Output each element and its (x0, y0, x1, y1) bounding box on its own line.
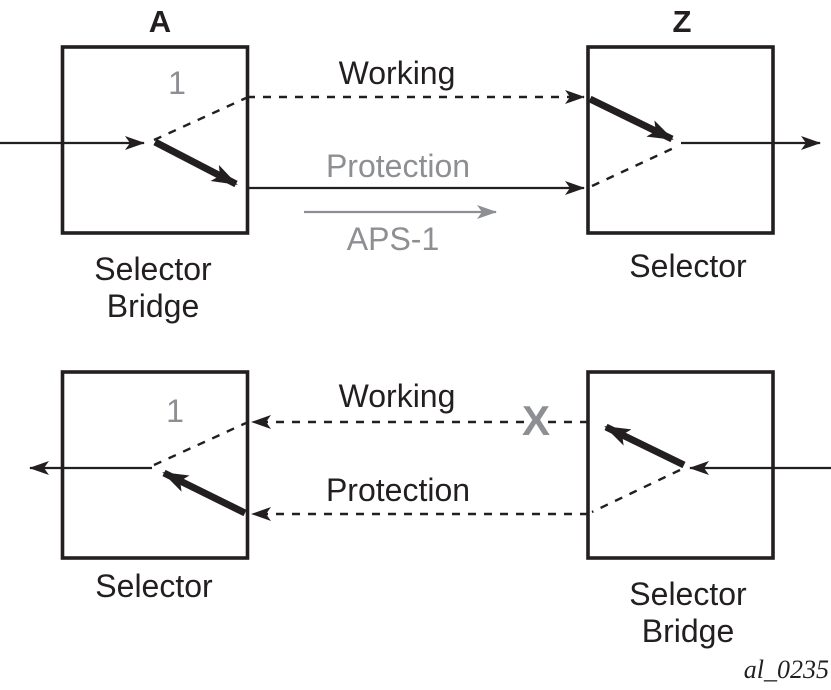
node-a-box (60, 45, 250, 235)
node-left-box (60, 370, 250, 560)
bridge-dashed-leg-right (591, 468, 681, 514)
working-label-bottom: Working (339, 378, 456, 414)
node-a-caption-line2: Bridge (107, 288, 200, 324)
bridge-arrow-a (153, 138, 238, 188)
protection-label-top: Protection (326, 148, 470, 184)
selector-arrow-left (162, 469, 247, 517)
node-a-caption-line1: Selector (94, 251, 212, 287)
node-z-title: Z (673, 4, 692, 39)
signal-number-label-bottom: 1 (166, 393, 184, 429)
protection-label-bottom: Protection (326, 472, 470, 508)
selector-dashed-leg-left (153, 421, 247, 467)
node-a-title: A (149, 4, 171, 39)
node-z-box (586, 45, 775, 235)
selector-dashed-leg-z (591, 144, 679, 188)
node-z-caption-line1: Selector (629, 248, 747, 284)
bridge-dashed-leg-a (153, 96, 247, 142)
node-right-box (586, 370, 775, 560)
node-left-caption-line1: Selector (95, 568, 213, 604)
bridge-arrow-right (604, 423, 686, 469)
signal-number-label-top: 1 (168, 65, 186, 101)
node-right-caption-line2: Bridge (642, 613, 735, 649)
figure-id-label: al_0235 (744, 655, 829, 684)
aps-1-label: APS-1 (347, 221, 439, 257)
selector-arrow-z (588, 95, 674, 143)
working-label-top: Working (339, 55, 456, 91)
failure-x-mark: X (522, 397, 550, 444)
node-right-caption-line1: Selector (629, 576, 747, 612)
